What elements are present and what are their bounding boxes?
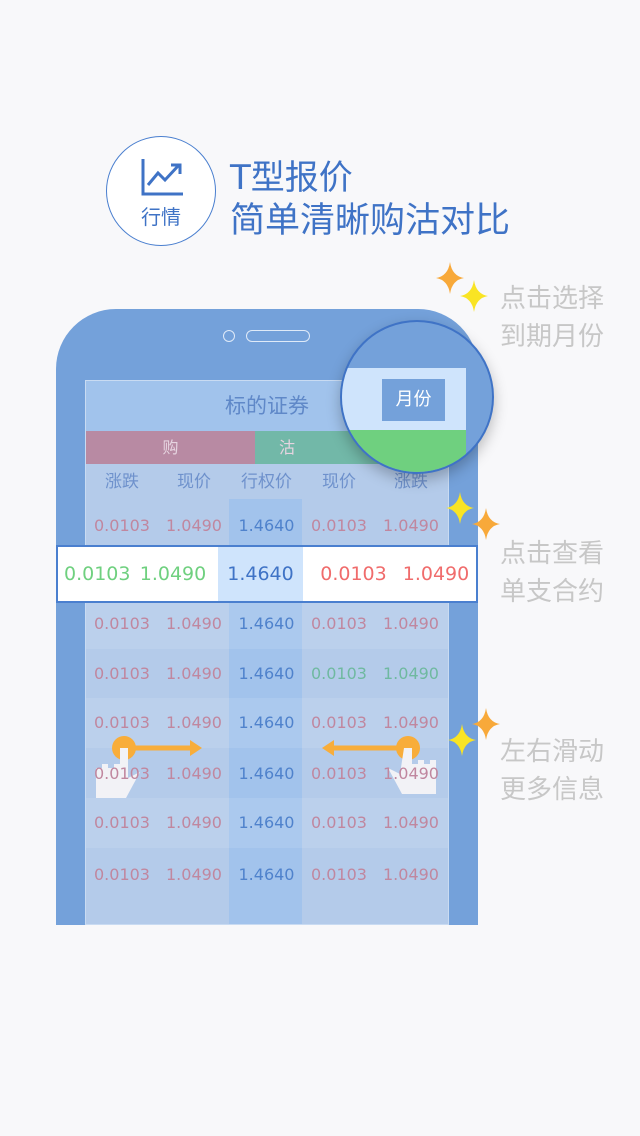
selected-contract-row[interactable]: 0.0103 1.0490 1.4640 0.0103 1.0490 xyxy=(56,545,478,603)
col-header: 现价 xyxy=(177,472,211,492)
sparkle-icon xyxy=(446,492,500,540)
line-chart-icon xyxy=(141,159,183,196)
col-header: 涨跌 xyxy=(394,472,428,492)
strike-price: 1.4640 xyxy=(238,664,295,683)
strike-price: 1.4640 xyxy=(238,813,295,832)
call-change: 0.0103 xyxy=(94,713,150,732)
swipe-right-hand-icon xyxy=(96,736,202,798)
hint-swipe: 左右滑动更多信息 xyxy=(499,737,604,805)
put-change: 0.0103 xyxy=(311,614,367,633)
quote-row[interactable]: 0.0103 1.0490 1.4640 0.0103 1.0490 xyxy=(86,649,448,699)
put-change: 0.0103 xyxy=(311,764,367,783)
call-change: 0.0103 xyxy=(94,664,150,683)
call-change: 0.0103 xyxy=(94,614,150,633)
col-header: 现价 xyxy=(322,472,356,492)
call-tab[interactable]: 购 xyxy=(86,431,255,464)
swipe-left-hand-icon xyxy=(322,736,436,794)
call-price: 1.0490 xyxy=(166,614,222,633)
headline-title: T型报价 xyxy=(230,158,353,198)
call-price: 1.0490 xyxy=(166,865,222,884)
put-price: 1.0490 xyxy=(383,764,439,783)
strike-price: 1.4640 xyxy=(238,764,295,783)
put-change: 0.0103 xyxy=(311,664,367,683)
put-price: 1.0490 xyxy=(383,813,439,832)
month-button[interactable]: 月份 xyxy=(382,379,445,421)
quote-row[interactable]: 0.0103 1.0490 1.4640 0.0103 1.0490 xyxy=(86,698,448,748)
strike-price: 1.4640 xyxy=(238,614,295,633)
call-change: 0.0103 xyxy=(94,516,150,535)
put-price: 1.0490 xyxy=(383,865,439,884)
call-price: 1.0490 xyxy=(166,764,222,783)
put-change: 0.0103 xyxy=(320,563,387,585)
camera-icon xyxy=(223,330,235,342)
put-price: 1.0490 xyxy=(383,664,439,683)
put-change: 0.0103 xyxy=(311,813,367,832)
call-change: 0.0103 xyxy=(94,764,150,783)
hint-select-month: 点击选择到期月份 xyxy=(499,284,604,352)
call-price: 1.0490 xyxy=(166,713,222,732)
strike-price: 1.4640 xyxy=(218,547,303,601)
quote-row[interactable]: 0.0103 1.0490 1.4640 0.0103 1.0490 xyxy=(86,599,448,649)
strike-price: 1.4640 xyxy=(238,516,295,535)
call-change: 0.0103 xyxy=(64,563,131,585)
quote-row[interactable]: 0.0103 1.0490 1.4640 0.0103 1.0490 xyxy=(86,501,448,551)
put-change: 0.0103 xyxy=(311,713,367,732)
market-badge: 行情 xyxy=(106,136,216,246)
call-price: 1.0490 xyxy=(166,664,222,683)
badge-label: 行情 xyxy=(141,205,181,229)
hint-view-contract: 点击查看单支合约 xyxy=(499,539,604,607)
call-price: 1.0490 xyxy=(166,516,222,535)
strike-price: 1.4640 xyxy=(238,865,295,884)
speaker-icon xyxy=(246,330,310,342)
put-price: 1.0490 xyxy=(383,516,439,535)
column-headers: 涨跌 现价 行权价 现价 涨跌 xyxy=(86,464,448,500)
quote-row[interactable]: 0.0103 1.0490 1.4640 0.0103 1.0490 xyxy=(86,798,448,848)
put-price: 1.0490 xyxy=(402,563,470,585)
put-price: 1.0490 xyxy=(383,614,439,633)
magnifier: 月份 xyxy=(340,320,494,474)
quote-row[interactable]: 0.0103 1.0490 1.4640 0.0103 1.0490 xyxy=(86,749,448,799)
put-change: 0.0103 xyxy=(311,865,367,884)
call-price: 1.0490 xyxy=(166,813,222,832)
call-change: 0.0103 xyxy=(94,865,150,884)
call-price: 1.0490 xyxy=(139,563,207,585)
col-header: 行权价 xyxy=(241,472,292,492)
sparkle-icon xyxy=(436,262,488,312)
headline-subtitle: 简单清晰购沽对比 xyxy=(230,201,511,241)
call-change: 0.0103 xyxy=(94,813,150,832)
put-price: 1.0490 xyxy=(383,713,439,732)
quote-row[interactable]: 0.0103 1.0490 1.4640 0.0103 1.0490 xyxy=(86,850,448,900)
put-change: 0.0103 xyxy=(311,516,367,535)
col-header: 涨跌 xyxy=(105,472,139,492)
strike-price: 1.4640 xyxy=(238,713,295,732)
sparkle-icon xyxy=(448,708,500,756)
